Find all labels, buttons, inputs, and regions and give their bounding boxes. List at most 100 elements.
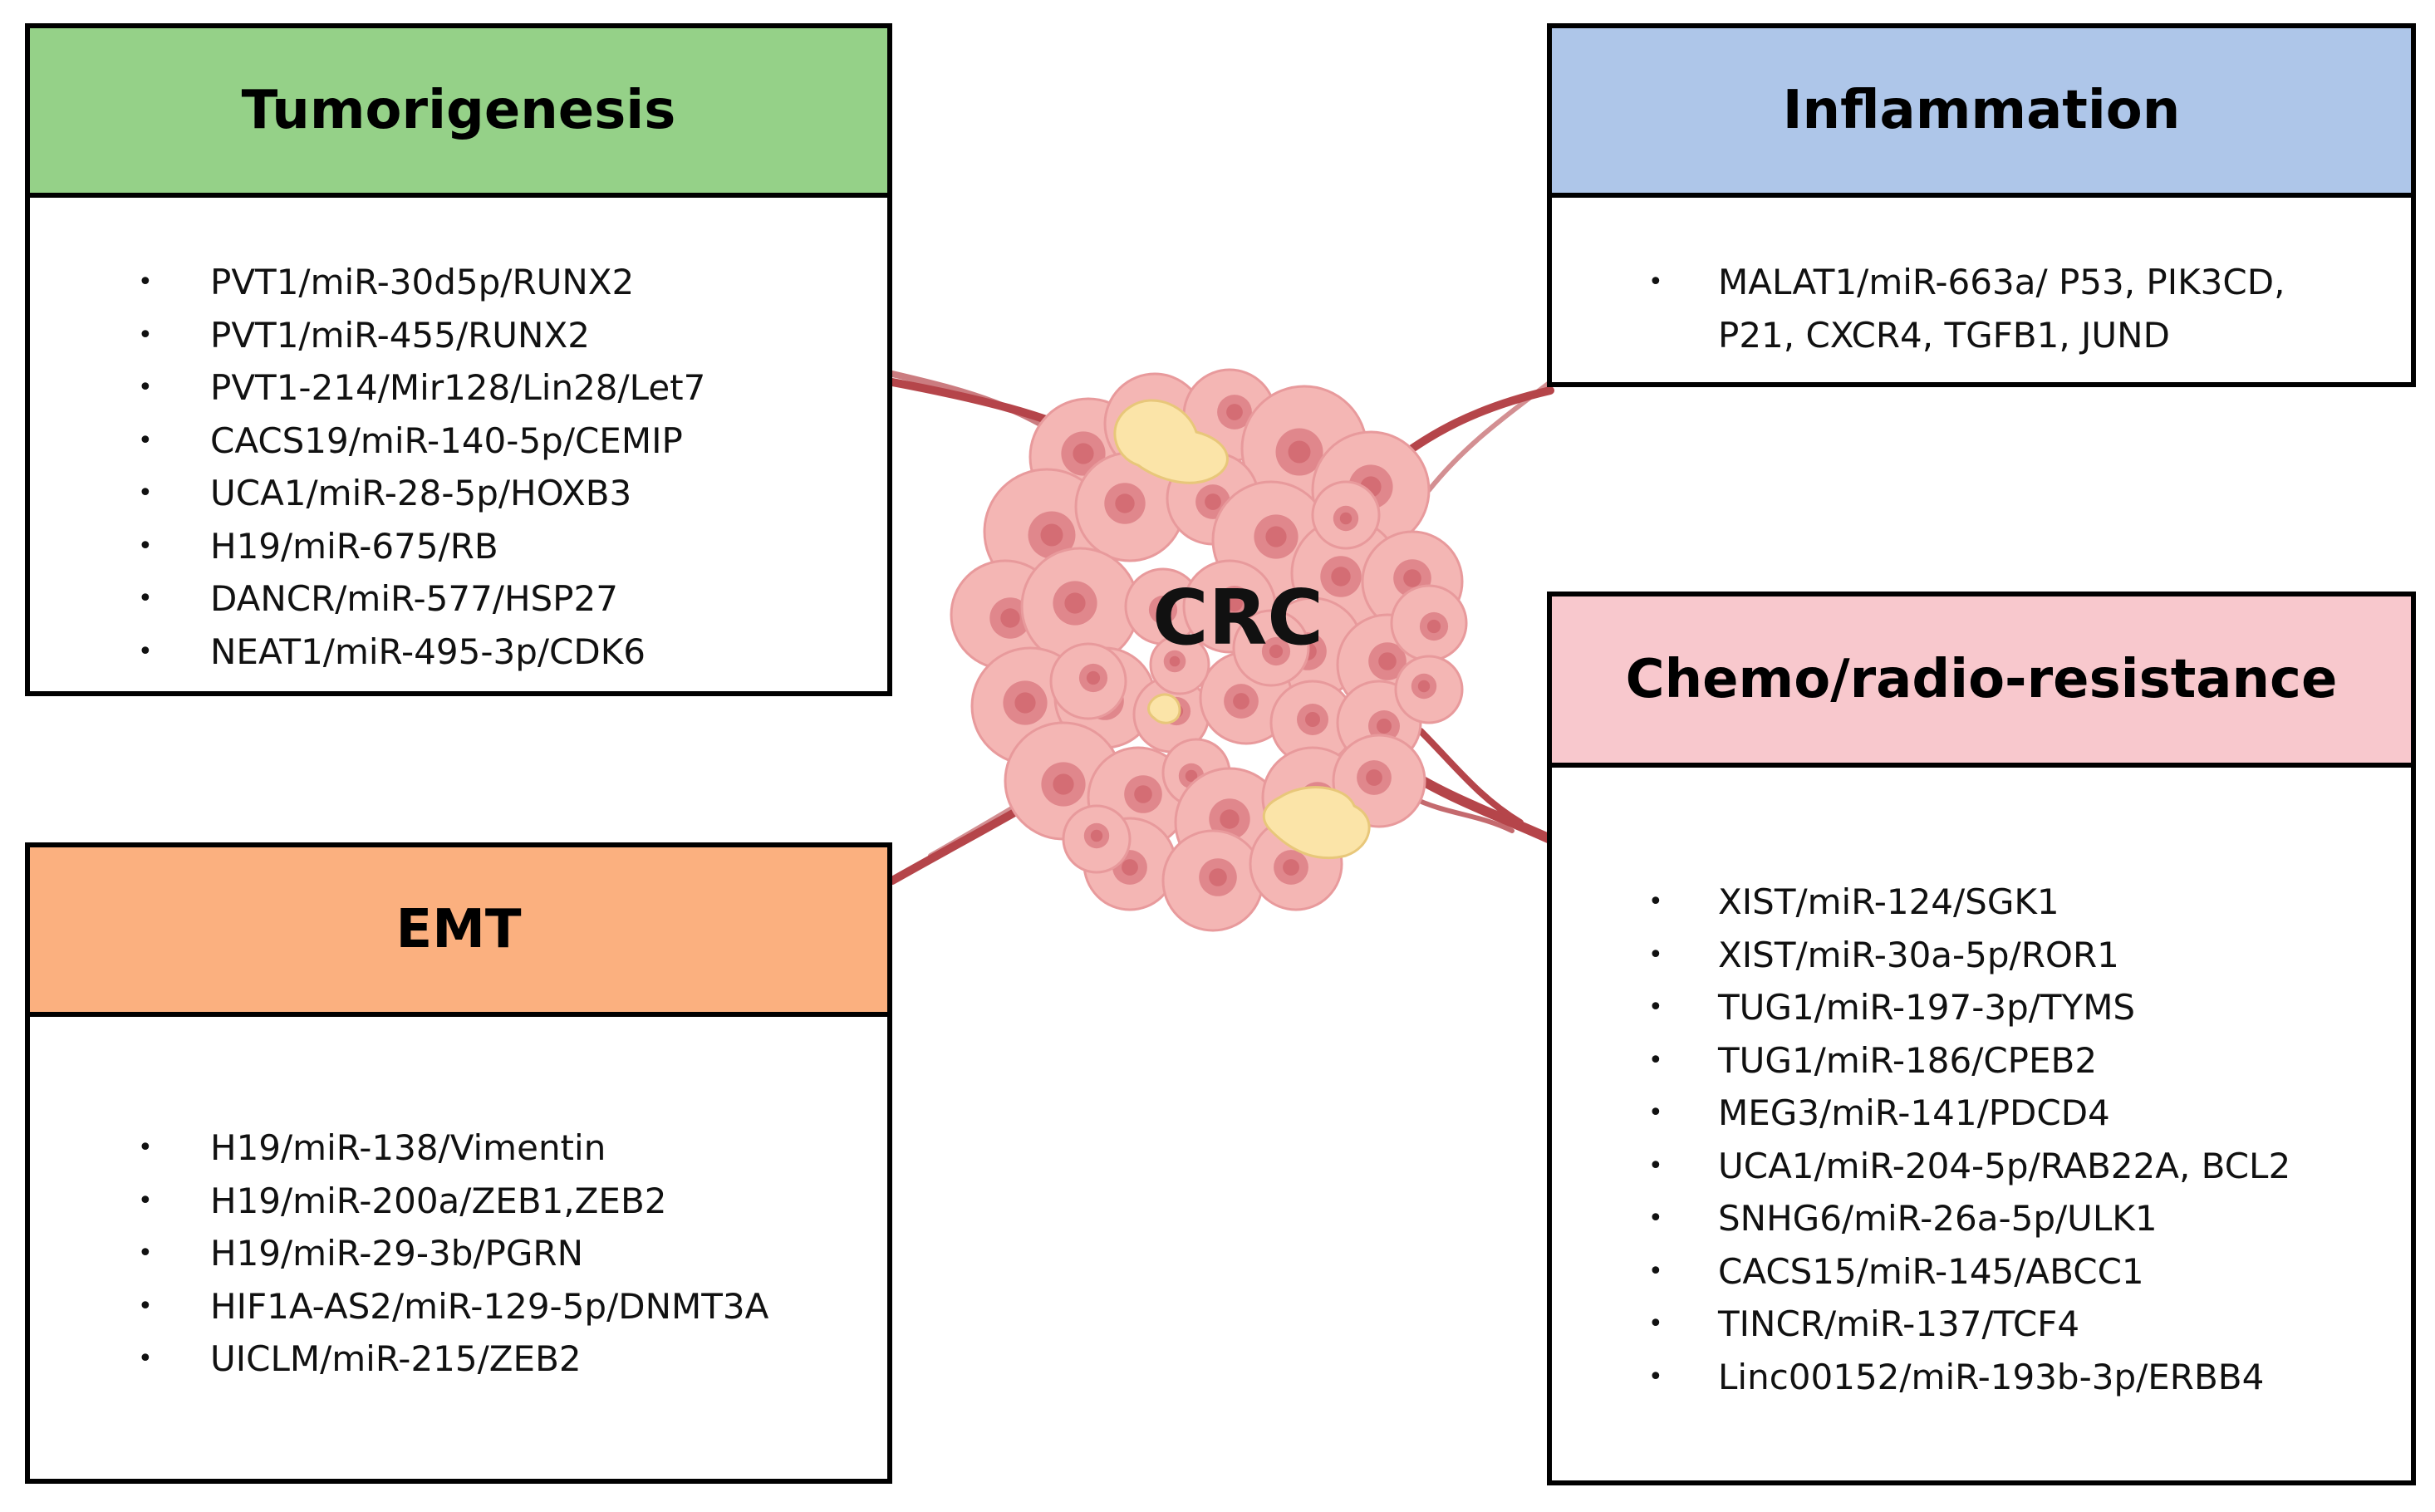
list-item: • H19/miR-138/Vimentin (30, 1122, 887, 1175)
crc-center-label: CRC (1152, 573, 1323, 662)
list-item: • TINCR/miR-137/TCF4 (1552, 1298, 2411, 1351)
bullet-icon: • (1648, 1151, 1663, 1181)
list-item-text: H19/miR-200a/ZEB1,ZEB2 (210, 1180, 667, 1221)
list-item-text: XIST/miR-30a-5p/ROR1 (1718, 934, 2119, 975)
inflammation-panel: Inflammation •MALAT1/miR-663a/ P53, PIK3… (1547, 23, 2416, 387)
emt-list: • H19/miR-138/Vimentin • H19/miR-200a/ZEB1,… (30, 1122, 887, 1386)
tumor-cell (1332, 734, 1426, 828)
bullet-icon: • (1648, 1204, 1663, 1233)
list-item-text: HIF1A-AS2/miR-129-5p/DNMT3A (210, 1285, 769, 1327)
bullet-icon: • (138, 268, 153, 297)
list-item-text: NEAT1/miR-495-3p/CDK6 (210, 631, 646, 672)
list-item: • H19/miR-29-3b/PGRN (30, 1227, 887, 1280)
list-item-text: H19/miR-29-3b/PGRN (210, 1233, 583, 1274)
list-item: • UICLM/miR-215/ZEB2 (30, 1333, 887, 1386)
tumor-cell (1062, 804, 1132, 874)
bullet-icon: • (138, 1344, 153, 1373)
list-item-text: PVT1-214/Mir128/Lin28/Let7 (210, 367, 706, 408)
chemo-radio-resistance-title: Chemo/radio-resistance (1552, 596, 2411, 768)
tumor-cell (1311, 480, 1381, 550)
bullet-icon: • (138, 373, 153, 402)
bullet-icon: • (138, 1239, 153, 1268)
list-item: • UCA1/miR-28-5p/HOXB3 (30, 467, 887, 520)
list-item: • PVT1/miR-455/RUNX2 (30, 309, 887, 362)
list-item-text: TINCR/miR-137/TCF4 (1718, 1303, 2080, 1344)
list-item-text: CACS15/miR-145/ABCC1 (1718, 1250, 2144, 1292)
list-item-text: MALAT1/miR-663a/ P53, PIK3CD, P21, CXCR4… (1718, 262, 2285, 356)
list-item-text: UCA1/miR-204-5p/RAB22A, BCL2 (1718, 1145, 2291, 1186)
emt-title: EMT (30, 847, 887, 1017)
list-item: • CACS19/miR-140-5p/CEMIP (30, 415, 887, 468)
chemo-radio-resistance-list: •XIST/miR-124/SGK1•XIST/miR-30a-5p/ROR1•… (1552, 876, 2411, 1403)
tumor-cell (1199, 650, 1294, 745)
list-item-text: TUG1/miR-197-3p/TYMS (1718, 987, 2136, 1028)
tumor-cell (1049, 642, 1127, 720)
list-item-text: DANCR/miR-577/HSP27 (210, 578, 618, 619)
vessel-lower-right-2 (1417, 728, 1524, 826)
list-item: • HIF1A-AS2/miR-129-5p/DNMT3A (30, 1280, 887, 1333)
bullet-icon: • (1648, 1362, 1663, 1392)
list-item: • TUG1/miR-186/CPEB2 (1552, 1034, 2411, 1087)
tumorigenesis-title: Tumorigenesis (30, 28, 887, 198)
list-item-text: MEG3/miR-141/PDCD4 (1718, 1092, 2110, 1133)
tumorigenesis-panel: Tumorigenesis • PVT1/miR-30d5p/RUNX2 • PVT1… (25, 23, 892, 696)
list-item: • PVT1-214/Mir128/Lin28/Let7 (30, 361, 887, 415)
list-item-text: UICLM/miR-215/ZEB2 (210, 1338, 582, 1379)
list-item: •MALAT1/miR-663a/ P53, PIK3CD, P21, CXCR… (1552, 256, 2366, 361)
list-item-text: SNHG6/miR-26a-5p/ULK1 (1718, 1198, 2158, 1239)
bullet-icon: • (138, 1133, 153, 1162)
bullet-icon: • (138, 320, 153, 350)
bullet-icon: • (1648, 940, 1663, 970)
list-item: • TUG1/miR-197-3p/TYMS (1552, 981, 2411, 1034)
list-item-text: Linc00152/miR-193b-3p/ERBB4 (1718, 1356, 2265, 1397)
tumor-cell (1149, 634, 1210, 695)
list-item-text: CACS19/miR-140-5p/CEMIP (210, 420, 683, 461)
vessel-upper-right-2 (1426, 380, 1553, 493)
vessel-lower-right-3 (1410, 795, 1515, 833)
stroma-cells (1113, 399, 1371, 860)
tumor-cell (1161, 829, 1264, 932)
list-item-text: H19/miR-675/RB (210, 525, 498, 567)
bullet-icon: • (1648, 1309, 1663, 1338)
list-item-text: PVT1/miR-30d5p/RUNX2 (210, 262, 635, 302)
bullet-icon: • (138, 1291, 153, 1321)
tumor-cell (1394, 655, 1464, 724)
list-item: • H19/miR-675/RB (30, 520, 887, 573)
list-item: • Linc00152/miR-193b-3p/ERBB4 (1552, 1351, 2411, 1404)
bullet-icon: • (1648, 993, 1663, 1022)
list-item: •XIST/miR-124/SGK1 (1552, 876, 2411, 929)
tumorigenesis-list: • PVT1/miR-30d5p/RUNX2 • PVT1/miR-455/RUNX2… (30, 256, 887, 678)
tumor-cell (1390, 584, 1468, 662)
list-item: • H19/miR-200a/ZEB1,ZEB2 (30, 1175, 887, 1228)
tumor-cell (1232, 609, 1310, 687)
bullet-icon: • (138, 584, 153, 613)
list-item: • NEAT1/miR-495-3p/CDK6 (30, 626, 887, 679)
stroma-cell-mid (1147, 693, 1181, 724)
list-item: • MEG3/miR-141/PDCD4 (1552, 1087, 2411, 1140)
inflammation-list: •MALAT1/miR-663a/ P53, PIK3CD, P21, CXCR… (1552, 256, 2411, 361)
list-item-text: TUG1/miR-186/CPEB2 (1718, 1039, 2098, 1081)
bullet-icon: • (1648, 1045, 1663, 1075)
list-item-text: XIST/miR-124/SGK1 (1718, 881, 2059, 922)
stroma-cell-top (1113, 399, 1229, 484)
blood-vessels (888, 371, 1555, 885)
list-item: • UCA1/miR-204-5p/RAB22A, BCL2 (1552, 1140, 2411, 1193)
list-item: • SNHG6/miR-26a-5p/ULK1 (1552, 1192, 2411, 1245)
bullet-icon: • (138, 479, 153, 508)
list-item: • XIST/miR-30a-5p/ROR1 (1552, 929, 2411, 982)
list-item-text: H19/miR-138/Vimentin (210, 1127, 606, 1168)
bullet-icon: • (138, 636, 153, 666)
bullet-icon: • (1648, 1098, 1663, 1127)
emt-panel: EMT • H19/miR-138/Vimentin • H19/miR-200a/Z… (25, 842, 892, 1484)
bullet-icon: • (138, 425, 153, 455)
bullet-icon: • (138, 531, 153, 561)
list-item: • CACS15/miR-145/ABCC1 (1552, 1245, 2411, 1298)
list-item-text: UCA1/miR-28-5p/HOXB3 (210, 473, 632, 513)
chemo-radio-resistance-panel: Chemo/radio-resistance •XIST/miR-124/SGK… (1547, 592, 2416, 1485)
bullet-icon: • (138, 1186, 153, 1215)
list-item-text: PVT1/miR-455/RUNX2 (210, 314, 590, 356)
tumor-cell (1269, 680, 1356, 766)
tumor-cell (1020, 547, 1140, 666)
inflammation-title: Inflammation (1552, 28, 2411, 198)
bullet-icon: • (1648, 1256, 1663, 1286)
